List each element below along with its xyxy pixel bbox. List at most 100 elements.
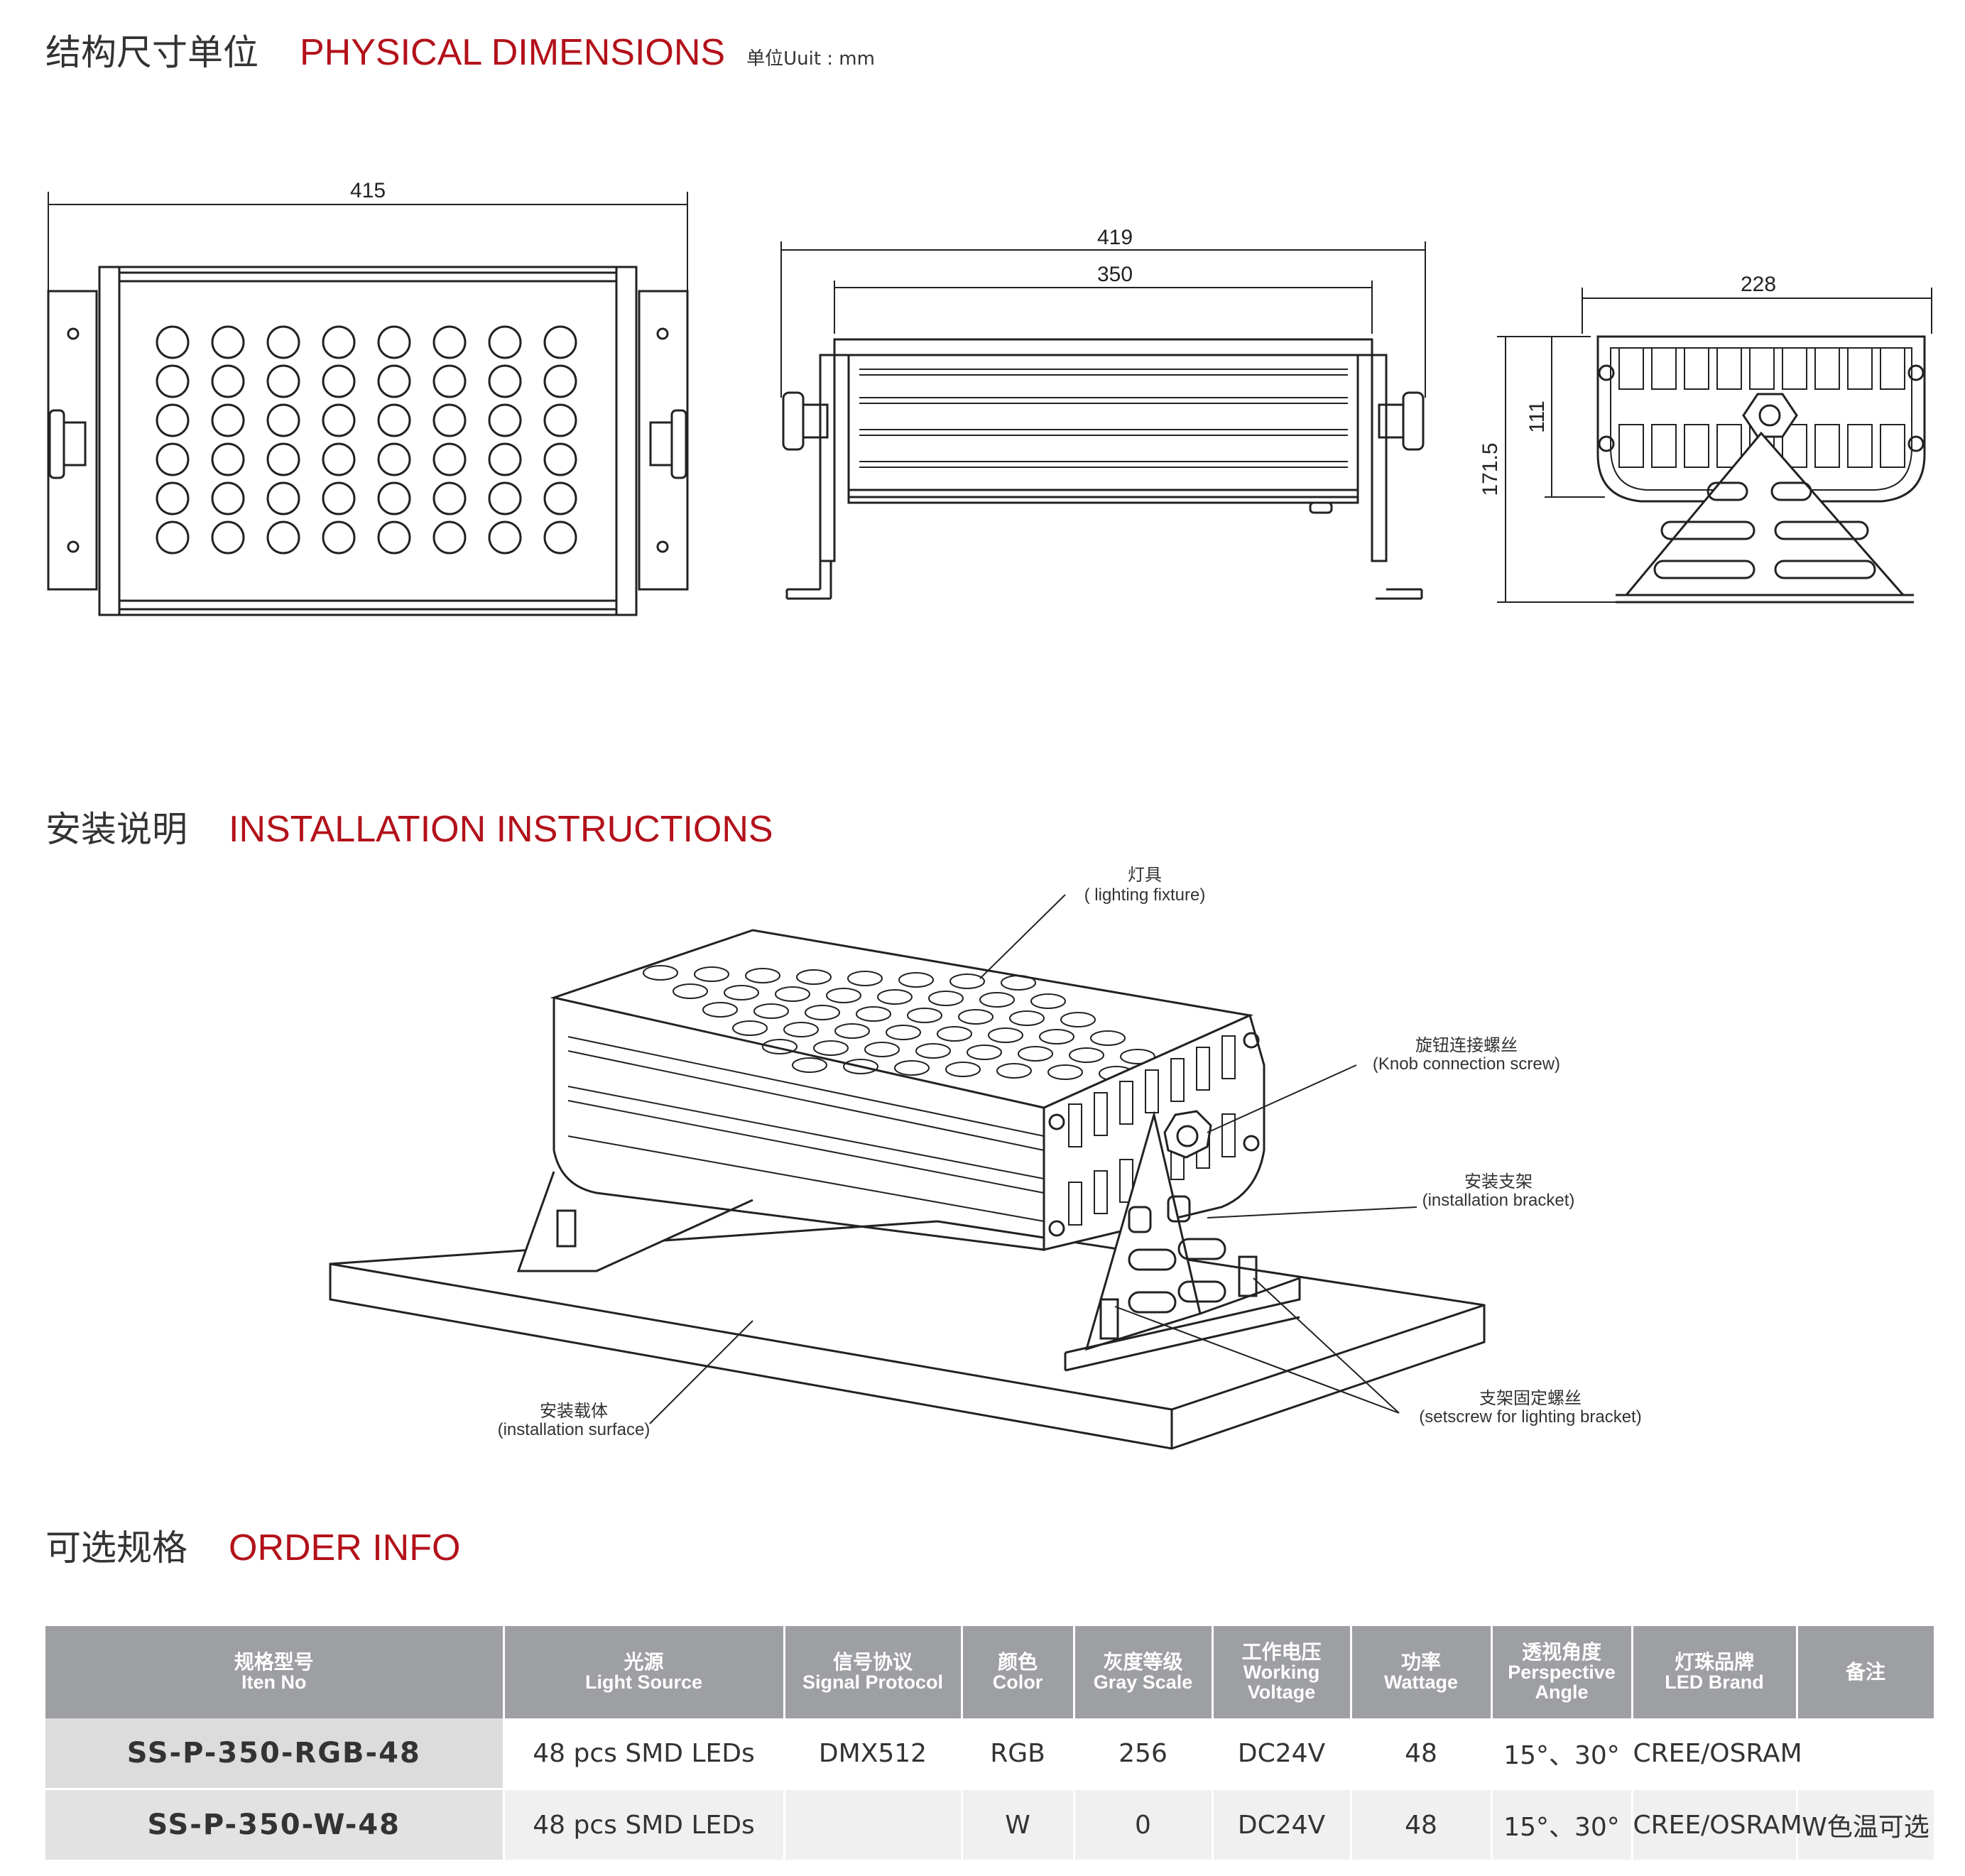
led-ellipse bbox=[1030, 993, 1066, 1009]
led-circle bbox=[488, 325, 522, 359]
led-ellipse bbox=[792, 1057, 827, 1073]
cell-light-source: 48 pcs SMD LEDs bbox=[504, 1718, 785, 1790]
led-ellipse bbox=[1060, 1012, 1096, 1027]
led-ellipse bbox=[732, 1020, 768, 1036]
led-circle bbox=[322, 442, 356, 476]
fin-slot bbox=[1716, 424, 1742, 468]
order-info-title: 可选规格 ORDER INFO bbox=[45, 1520, 460, 1571]
led-circle bbox=[488, 364, 522, 398]
led-ellipse bbox=[945, 1062, 981, 1077]
label-setscrew-cn: 支架固定螺丝 bbox=[1479, 1389, 1582, 1408]
led-ellipse bbox=[915, 1043, 951, 1059]
fin-slot bbox=[1749, 347, 1775, 390]
header-remarks: 备注 bbox=[1797, 1626, 1936, 1718]
fin-slot bbox=[1651, 424, 1677, 468]
end-fin bbox=[1119, 1159, 1133, 1203]
led-circle bbox=[377, 403, 411, 437]
led-ellipse bbox=[958, 1009, 994, 1025]
led-circle bbox=[432, 325, 467, 359]
physical-title-cn: 结构尺寸单位 bbox=[45, 32, 258, 73]
label-knob-cn: 旋钮连接螺丝 bbox=[1415, 1036, 1518, 1055]
label-surface-en: (installation surface) bbox=[498, 1420, 651, 1439]
led-circle bbox=[322, 364, 356, 398]
led-ellipse bbox=[907, 1008, 942, 1023]
led-ellipse bbox=[834, 1023, 870, 1039]
led-ellipse bbox=[783, 1022, 819, 1037]
led-ellipse bbox=[898, 972, 934, 988]
fin-slot bbox=[1880, 424, 1905, 468]
led-circle bbox=[211, 403, 245, 437]
fin-slot bbox=[1716, 347, 1742, 390]
led-ellipse bbox=[847, 971, 883, 986]
cell-wattage: 48 bbox=[1351, 1718, 1493, 1790]
physical-title-en: PHYSICAL DIMENSIONS bbox=[300, 32, 726, 73]
label-setscrew-en: (setscrew for lighting bracket) bbox=[1419, 1407, 1641, 1427]
led-ellipse bbox=[753, 1003, 789, 1019]
fin-slot bbox=[1814, 347, 1840, 390]
fin-slot bbox=[1618, 347, 1644, 390]
led-circle bbox=[488, 442, 522, 476]
end-fin bbox=[1068, 1103, 1082, 1147]
installation-led-grid bbox=[643, 965, 1185, 1083]
led-ellipse bbox=[937, 1026, 972, 1042]
led-ellipse bbox=[694, 966, 729, 982]
front-view bbox=[47, 192, 689, 616]
led-ellipse bbox=[886, 1025, 921, 1040]
led-circle bbox=[432, 481, 467, 516]
led-ellipse bbox=[928, 991, 964, 1006]
led-ellipse bbox=[805, 1005, 840, 1020]
led-ellipse bbox=[1009, 1010, 1045, 1026]
cell-color: W bbox=[962, 1789, 1075, 1860]
led-ellipse bbox=[643, 965, 678, 981]
order-title-en: ORDER INFO bbox=[229, 1527, 461, 1569]
led-ellipse bbox=[967, 1045, 1002, 1060]
table-row: SS-P-350-RGB-48 48 pcs SMD LEDs DMX512 R… bbox=[45, 1718, 1936, 1790]
led-circle bbox=[156, 481, 190, 516]
label-bracket-cn: 安装支架 bbox=[1464, 1172, 1533, 1191]
led-circle bbox=[322, 520, 356, 555]
led-ellipse bbox=[856, 1006, 891, 1022]
cell-working-voltage: DC24V bbox=[1212, 1789, 1352, 1860]
dim-front-width: 415 bbox=[350, 179, 386, 202]
led-circle bbox=[266, 520, 300, 555]
led-circle bbox=[266, 325, 300, 359]
led-ellipse bbox=[762, 1039, 798, 1054]
cell-gray-scale: 256 bbox=[1074, 1718, 1214, 1790]
led-circle bbox=[322, 403, 356, 437]
led-circle bbox=[266, 403, 300, 437]
label-fixture-en: ( lighting fixture) bbox=[1084, 885, 1206, 905]
led-ellipse bbox=[949, 974, 985, 989]
led-circle bbox=[156, 403, 190, 437]
led-circle bbox=[543, 325, 577, 359]
led-ellipse bbox=[864, 1042, 900, 1057]
end-fin bbox=[1221, 1113, 1236, 1157]
led-circle bbox=[432, 403, 467, 437]
fin-slot bbox=[1684, 347, 1709, 390]
cell-led-brand: CREE/OSRAM bbox=[1632, 1789, 1802, 1860]
dim-side-total: 419 bbox=[1097, 226, 1133, 249]
led-circle bbox=[543, 364, 577, 398]
installation-drawing: 灯具 ( lighting fixture) 旋钮连接螺丝 (Knob conn… bbox=[329, 866, 1642, 1450]
led-circle bbox=[377, 481, 411, 516]
fin-slot bbox=[1618, 424, 1644, 468]
led-ellipse bbox=[1018, 1046, 1053, 1062]
end-view-fins bbox=[1618, 347, 1905, 468]
led-circle bbox=[156, 364, 190, 398]
led-ellipse bbox=[745, 968, 780, 983]
fin-slot bbox=[1847, 347, 1873, 390]
led-ellipse bbox=[1001, 975, 1036, 991]
led-circle bbox=[211, 325, 245, 359]
dim-end-total-height: 171.5 bbox=[1479, 442, 1502, 496]
label-bracket-en: (installation bracket) bbox=[1422, 1191, 1575, 1210]
led-circle bbox=[432, 364, 467, 398]
end-fin bbox=[1119, 1081, 1133, 1125]
led-ellipse bbox=[1039, 1029, 1074, 1045]
led-circle bbox=[156, 325, 190, 359]
led-ellipse bbox=[894, 1060, 930, 1076]
cell-item-no: SS-P-350-W-48 bbox=[45, 1789, 505, 1860]
end-fin bbox=[1094, 1092, 1108, 1136]
